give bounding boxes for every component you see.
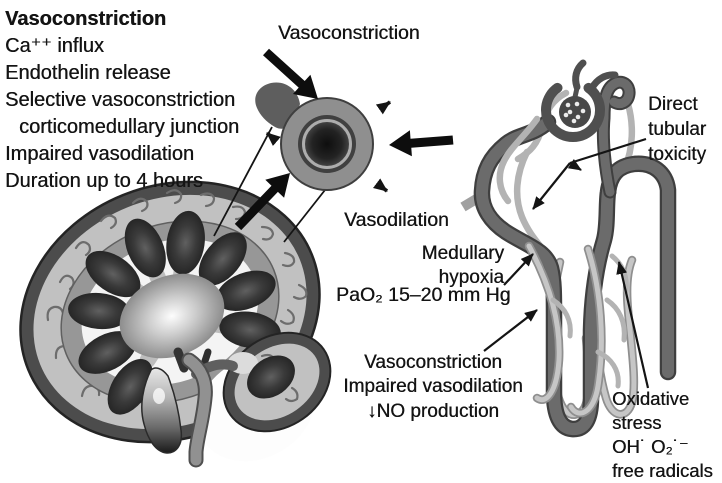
medullary-hypoxia-label: Medullary hypoxia <box>348 242 504 289</box>
nephron-illustration <box>460 59 677 438</box>
outward-arrow-se <box>373 178 389 193</box>
label-line: toxicity <box>648 144 707 165</box>
panel-line: Duration up to 4 hours <box>5 170 203 192</box>
label-line: hypoxia <box>438 266 505 288</box>
kidney-lower-lobe <box>222 331 332 433</box>
label-line: Oxidative <box>612 388 690 409</box>
oxidative-stress-label: Oxidative stress OH˙ O₂˙⁻ free radicals <box>612 387 713 483</box>
label-line: free radicals <box>612 460 713 481</box>
bowman-capsule <box>541 82 605 142</box>
direct-tubular-toxicity-label: Direct tubular toxicity <box>648 92 706 167</box>
vasa-recta-over <box>496 115 629 418</box>
vasoconstriction-arrows <box>234 48 454 231</box>
vessel-cross-section-illustration <box>255 82 374 191</box>
kidney-ureter <box>181 352 213 468</box>
capillary-tuft <box>559 96 591 128</box>
outward-arrow-ne <box>375 100 392 115</box>
vasoconstriction-no-production-label: Vasoconstriction Impaired vasodilation ↓… <box>330 351 536 424</box>
vasoconstriction-block-arrow <box>483 309 538 352</box>
label-line: stress <box>612 412 662 433</box>
label-line: Direct <box>648 94 698 115</box>
label-line: Impaired vasodilation <box>343 376 523 398</box>
kidney-pelvis <box>119 273 225 359</box>
medullary-hypoxia-arrow <box>503 253 534 286</box>
vasodilation-arrows <box>265 100 392 193</box>
panel-line: Selective vasoconstriction <box>5 89 236 111</box>
dtt-arrow-right <box>567 158 582 171</box>
inward-arrow-right <box>389 130 454 157</box>
panel-line: Endothelin release <box>5 62 171 84</box>
annotation-arrows <box>483 137 650 389</box>
efferent-arteriole <box>588 71 619 92</box>
vessel-elastic-ring <box>302 119 352 169</box>
oxidative-stress-arrow <box>616 261 650 389</box>
tuft-dots <box>563 101 586 124</box>
vessel-location-pointer-lines <box>213 126 326 243</box>
kidney-pyramids <box>68 210 281 415</box>
dtt-arrow-left <box>532 162 571 210</box>
afferent-arteriole <box>572 59 587 91</box>
vessel-lumen <box>306 123 348 165</box>
label-line: Vasoconstriction <box>364 352 502 373</box>
pao2-value-label: PaO₂ 15–20 mm Hg <box>336 284 511 306</box>
distal-tubule-crook <box>598 77 634 197</box>
label-line: ↓NO production <box>366 400 499 422</box>
panel-line: corticomedullary junction <box>19 116 240 138</box>
vessel-vasoconstriction-label: Vasoconstriction <box>278 22 420 44</box>
panel-line: Ca⁺⁺ influx <box>5 35 104 57</box>
outward-arrow-nw <box>265 131 281 147</box>
kidney-illustration <box>19 180 332 468</box>
highlight <box>153 388 165 404</box>
panel-line: Impaired vasodilation <box>5 143 194 165</box>
label-line: tubular <box>648 119 707 140</box>
glomerulus <box>541 59 619 142</box>
dtt-stem-line <box>569 137 647 165</box>
label-line: Medullary <box>421 243 504 264</box>
inward-arrow-top-left <box>263 48 318 99</box>
panel-title: Vasoconstriction <box>5 8 167 30</box>
vessel-vasodilation-label: Vasodilation <box>344 209 449 231</box>
label-line: OH˙ O₂˙⁻ <box>612 436 689 457</box>
kidney-to-vessel-arrow <box>234 173 290 231</box>
kidney-pelvis-drain <box>141 367 183 454</box>
left-mechanism-panel: Vasoconstriction Ca⁺⁺ influx Endothelin … <box>5 6 239 195</box>
